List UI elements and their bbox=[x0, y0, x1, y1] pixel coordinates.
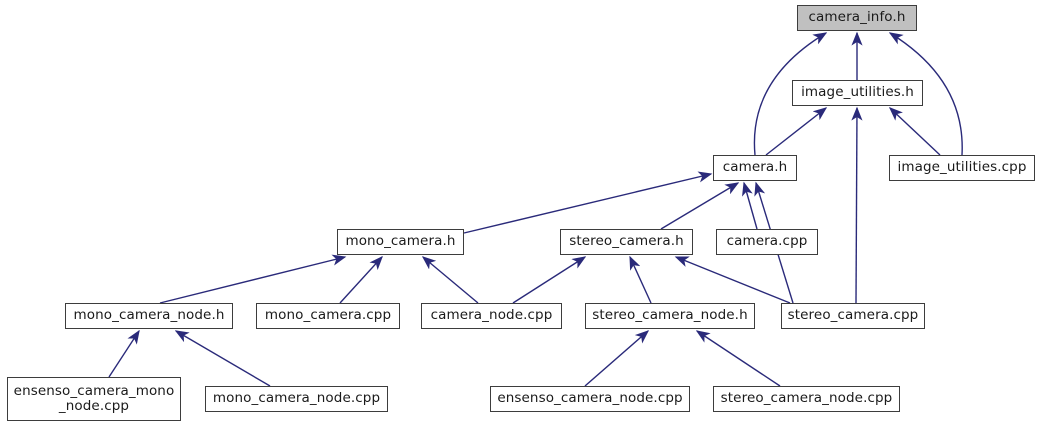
node-label-ensenso_camera_mono_node_cpp: ensenso_camera_mono _node.cpp bbox=[13, 382, 175, 414]
node-label-mono_camera_node_cpp: mono_camera_node.cpp bbox=[212, 390, 381, 407]
edge-stereo_camera_cpp-to-stereo_camera_h bbox=[674, 256, 791, 304]
node-label-image_utilities_h: image_utilities.h bbox=[801, 84, 914, 101]
node-camera_info_h[interactable]: camera_info.h bbox=[797, 5, 917, 31]
edge-ensenso_camera_mono_node_cpp-to-mono_camera_node_h bbox=[108, 329, 140, 378]
node-mono_camera_node_cpp[interactable]: mono_camera_node.cpp bbox=[205, 386, 388, 412]
node-camera_node_cpp[interactable]: camera_node.cpp bbox=[421, 303, 562, 329]
node-stereo_camera_node_cpp[interactable]: stereo_camera_node.cpp bbox=[713, 386, 900, 412]
node-stereo_camera_node_h[interactable]: stereo_camera_node.h bbox=[585, 303, 755, 329]
node-label-camera_cpp: camera.cpp bbox=[726, 233, 808, 250]
edge-image_utilities_cpp-to-image_utilities_h bbox=[888, 107, 941, 156]
node-label-camera_node_cpp: camera_node.cpp bbox=[430, 307, 553, 324]
edge-ensenso_camera_node_cpp-to-stereo_camera_node_h bbox=[584, 330, 650, 387]
node-mono_camera_cpp[interactable]: mono_camera.cpp bbox=[256, 303, 400, 329]
edge-mono_camera_cpp-to-mono_camera_h bbox=[339, 255, 383, 304]
edge-stereo_camera_node_h-to-stereo_camera_h bbox=[629, 255, 652, 304]
node-label-camera_info_h: camera_info.h bbox=[808, 9, 906, 26]
edge-stereo_camera_h-to-camera_h bbox=[660, 182, 740, 230]
node-label-mono_camera_cpp: mono_camera.cpp bbox=[264, 307, 392, 324]
node-label-image_utilities_cpp: image_utilities.cpp bbox=[897, 159, 1027, 176]
node-label-stereo_camera_node_h: stereo_camera_node.h bbox=[592, 307, 748, 324]
node-stereo_camera_h[interactable]: stereo_camera.h bbox=[560, 229, 693, 255]
node-label-mono_camera_node_h: mono_camera_node.h bbox=[73, 307, 225, 324]
node-mono_camera_node_h[interactable]: mono_camera_node.h bbox=[65, 303, 233, 329]
node-camera_h[interactable]: camera.h bbox=[713, 155, 797, 181]
edge-stereo_camera_cpp-to-image_utilities_h bbox=[851, 106, 863, 304]
edge-mono_camera_node_h-to-mono_camera_h bbox=[159, 254, 347, 304]
edge-camera_h-to-image_utilities_h bbox=[765, 107, 828, 156]
edge-camera_node_cpp-to-stereo_camera_h bbox=[512, 256, 587, 304]
node-label-stereo_camera_cpp: stereo_camera.cpp bbox=[787, 307, 919, 324]
edge-camera_node_cpp-to-mono_camera_h bbox=[421, 256, 479, 304]
edge-mono_camera_node_cpp-to-mono_camera_node_h bbox=[174, 330, 271, 387]
node-image_utilities_h[interactable]: image_utilities.h bbox=[792, 80, 923, 106]
edge-mono_camera_h-to-camera_h bbox=[463, 171, 713, 234]
node-label-camera_h: camera.h bbox=[722, 159, 788, 176]
node-label-mono_camera_h: mono_camera.h bbox=[345, 233, 456, 250]
node-ensenso_camera_node_cpp[interactable]: ensenso_camera_node.cpp bbox=[490, 386, 690, 412]
node-stereo_camera_cpp[interactable]: stereo_camera.cpp bbox=[781, 303, 925, 329]
node-camera_cpp[interactable]: camera.cpp bbox=[716, 229, 818, 255]
edge-camera_cpp-to-camera_h bbox=[742, 181, 758, 230]
node-mono_camera_h[interactable]: mono_camera.h bbox=[337, 229, 464, 255]
node-image_utilities_cpp[interactable]: image_utilities.cpp bbox=[889, 155, 1035, 181]
node-label-stereo_camera_node_cpp: stereo_camera_node.cpp bbox=[720, 390, 893, 407]
node-label-stereo_camera_h: stereo_camera.h bbox=[569, 233, 684, 250]
node-label-ensenso_camera_node_cpp: ensenso_camera_node.cpp bbox=[497, 390, 683, 407]
edge-stereo_camera_node_cpp-to-stereo_camera_node_h bbox=[695, 330, 781, 387]
node-ensenso_camera_mono_node_cpp[interactable]: ensenso_camera_mono _node.cpp bbox=[7, 377, 181, 421]
